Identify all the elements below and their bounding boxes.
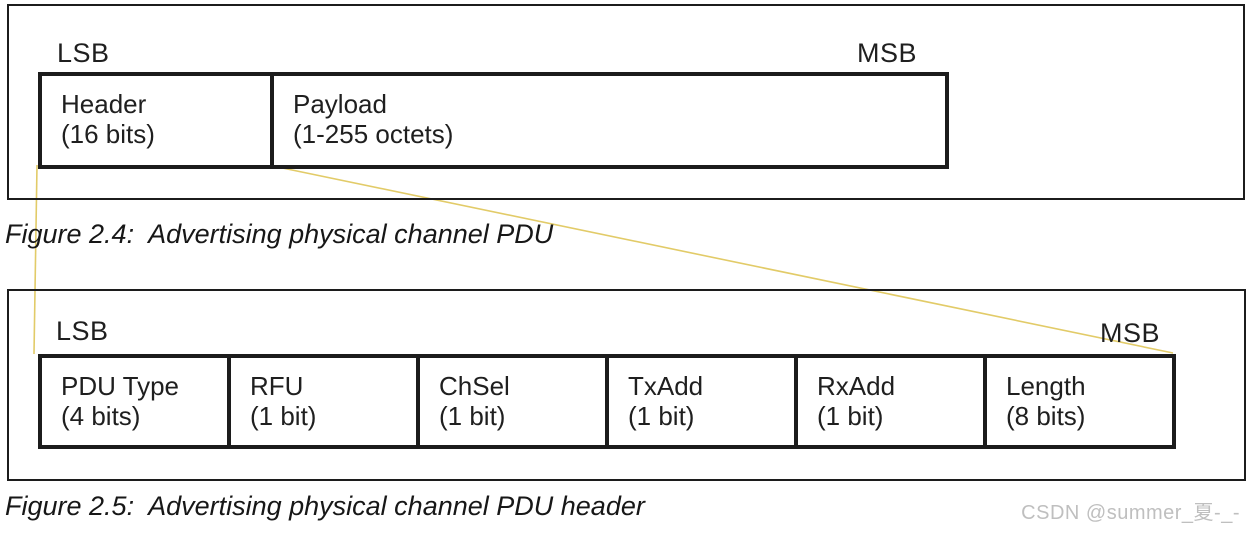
- lsb-label-bottom: LSB: [56, 316, 109, 346]
- field-size: (16 bits): [61, 119, 155, 149]
- field-size: (1 bit): [439, 401, 506, 431]
- pdu-diagram-frame: LSB MSB Header (16 bits) Payload (1-255 …: [7, 4, 1245, 200]
- field-size: (8 bits): [1006, 401, 1086, 431]
- field-size: (1 bit): [628, 401, 695, 431]
- pdu-header-field-table: PDU Type (4 bits) RFU (1 bit) ChSel (1 b…: [38, 354, 1176, 449]
- lsb-label-top: LSB: [57, 38, 110, 68]
- field-cell-txadd: TxAdd (1 bit): [609, 358, 798, 445]
- field-cell-length: Length (8 bits): [987, 358, 1172, 445]
- field-size: (1-255 octets): [293, 119, 454, 149]
- field-cell-pdu-type: PDU Type (4 bits): [42, 358, 231, 445]
- field-name: RFU: [250, 371, 304, 401]
- field-name: Payload: [293, 89, 387, 119]
- field-cell-payload: Payload (1-255 octets): [274, 76, 945, 165]
- field-name: TxAdd: [628, 371, 704, 401]
- field-cell-rfu: RFU (1 bit): [231, 358, 420, 445]
- pdu-header-diagram-frame: LSB MSB PDU Type (4 bits) RFU (1 bit) Ch…: [7, 289, 1246, 481]
- field-name: Length: [1006, 371, 1086, 401]
- field-name: ChSel: [439, 371, 510, 401]
- csdn-watermark: CSDN @summer_夏-_-: [1021, 502, 1240, 524]
- field-name: RxAdd: [817, 371, 896, 401]
- msb-label-top: MSB: [857, 38, 918, 68]
- figure-2-4-caption: Figure 2.4: Advertising physical channel…: [5, 219, 554, 249]
- field-cell-header: Header (16 bits): [42, 76, 274, 165]
- connector-line-left: [33, 164, 38, 355]
- msb-label-bottom: MSB: [1100, 318, 1161, 348]
- pdu-field-table: Header (16 bits) Payload (1-255 octets): [38, 72, 949, 169]
- field-name: Header: [61, 89, 147, 119]
- field-size: (4 bits): [61, 401, 141, 431]
- figure-2-5-caption: Figure 2.5: Advertising physical channel…: [5, 491, 645, 521]
- field-name: PDU Type: [61, 371, 180, 401]
- field-size: (1 bit): [817, 401, 884, 431]
- field-size: (1 bit): [250, 401, 317, 431]
- connector-line-diagonal: [267, 164, 1174, 354]
- field-cell-chsel: ChSel (1 bit): [420, 358, 609, 445]
- field-cell-rxadd: RxAdd (1 bit): [798, 358, 987, 445]
